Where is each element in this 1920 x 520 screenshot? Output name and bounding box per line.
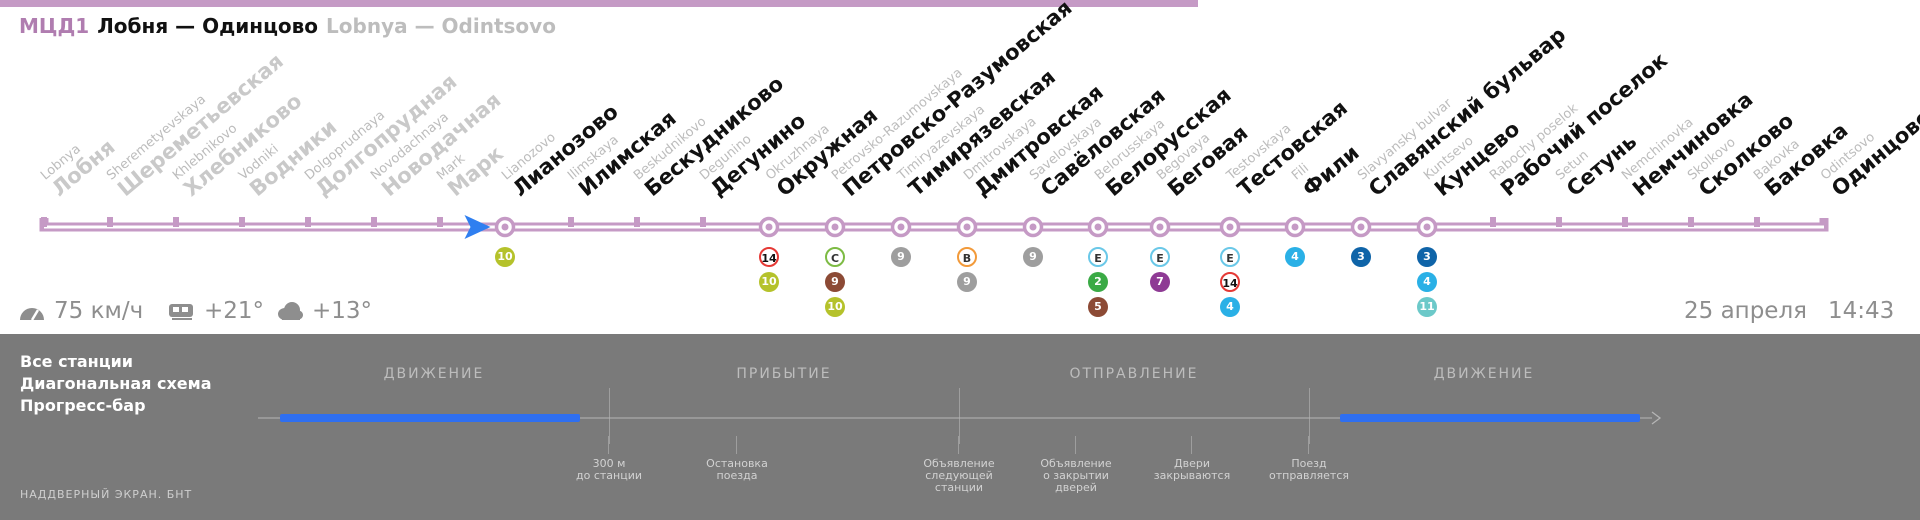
screen-caption: НАДДВЕРНЫЙ ЭКРАН. БНТ bbox=[20, 488, 193, 501]
phase-departure: ОТПРАВЛЕНИЕ bbox=[1069, 366, 1199, 382]
transfer-badge: 4 bbox=[1220, 297, 1240, 317]
event-label-line: до станции bbox=[575, 469, 642, 482]
outside-temperature-value: +13° bbox=[312, 298, 373, 324]
speed-value: 75 км/ч bbox=[54, 298, 144, 324]
inside-temperature-value: +21° bbox=[204, 298, 265, 324]
transfer-badge: 14 bbox=[759, 247, 779, 267]
station-marker-dot bbox=[1291, 223, 1299, 231]
event-label-line: дверей bbox=[1055, 481, 1097, 494]
train-position-icon bbox=[464, 215, 491, 239]
phase-divider bbox=[959, 388, 960, 444]
event-tick bbox=[1308, 436, 1309, 454]
date-display: 25 апреля bbox=[1684, 298, 1807, 324]
menu-progress-bar[interactable]: Прогресс-бар bbox=[20, 396, 146, 415]
transfer-badge: 9 bbox=[825, 272, 845, 292]
event-tick bbox=[1191, 436, 1192, 454]
phase-divider bbox=[609, 388, 610, 444]
menu-all-stations[interactable]: Все станции bbox=[20, 352, 133, 371]
train-car-icon bbox=[169, 304, 193, 320]
transfer-badge: 9 bbox=[1023, 247, 1043, 267]
timeline-segment-moving-start bbox=[280, 414, 580, 422]
transfer-badge: 5 bbox=[1088, 297, 1108, 317]
transfer-badge: C bbox=[825, 247, 845, 267]
transfer-badge: 4 bbox=[1417, 272, 1437, 292]
phase-moving-end: ДВИЖЕНИЕ bbox=[1433, 366, 1535, 382]
speed-indicator: 75 км/ч bbox=[18, 298, 143, 324]
menu-diagonal-scheme[interactable]: Диагональная схема bbox=[20, 374, 212, 393]
event-label-line: станции bbox=[934, 481, 984, 494]
route-progress-bar bbox=[0, 0, 1198, 7]
station-marker-dot bbox=[501, 223, 509, 231]
transfer-badge: E bbox=[1150, 247, 1170, 267]
phase-arrival: ПРИБЫТИЕ bbox=[736, 366, 832, 382]
event-label-line: 300 м bbox=[592, 457, 626, 470]
phase-divider bbox=[1309, 388, 1310, 444]
station-marker-dot bbox=[897, 223, 905, 231]
event-label-line: поезда bbox=[716, 469, 758, 482]
event-tick bbox=[608, 436, 609, 454]
transfer-badge: 4 bbox=[1285, 247, 1305, 267]
transfer-badge: E bbox=[1220, 247, 1240, 267]
transfer-badge: 2 bbox=[1088, 272, 1108, 292]
route-title-ru: Лобня — Одинцово bbox=[97, 14, 319, 38]
event-label-line: Двери bbox=[1174, 457, 1210, 470]
event-label-line: следующей bbox=[925, 469, 993, 482]
cloud-icon bbox=[278, 302, 303, 320]
station-marker-dot bbox=[765, 223, 773, 231]
station-marker-dot bbox=[1357, 223, 1365, 231]
event-label-line: Объявление bbox=[923, 457, 995, 470]
transfer-badge: 9 bbox=[891, 247, 911, 267]
line-diagram bbox=[39, 215, 1829, 239]
event-tick bbox=[958, 436, 959, 454]
transfer-badge: 10 bbox=[495, 247, 515, 267]
transfer-badge: 9 bbox=[957, 272, 977, 292]
timeline bbox=[258, 411, 1662, 425]
station-marker-dot bbox=[1226, 223, 1234, 231]
transfer-badge: 7 bbox=[1150, 272, 1170, 292]
event-label-line: Остановка bbox=[706, 457, 768, 470]
event-label-line: о закрытии bbox=[1043, 469, 1109, 482]
transfer-badge: E bbox=[1088, 247, 1108, 267]
station-marker-dot bbox=[1156, 223, 1164, 231]
outside-temperature: +13° bbox=[276, 298, 372, 324]
transfer-badge: 3 bbox=[1351, 247, 1371, 267]
station-marker-dot bbox=[1029, 223, 1037, 231]
event-label-line: Поезд bbox=[1291, 457, 1327, 470]
speedometer-icon bbox=[20, 308, 44, 321]
transfer-badge: 14 bbox=[1220, 272, 1240, 292]
event-tick bbox=[1075, 436, 1076, 454]
route-title-en: Lobnya — Odintsovo bbox=[326, 14, 556, 38]
transfer-badge: B bbox=[957, 247, 977, 267]
transfer-badge: 10 bbox=[825, 297, 845, 317]
event-label-line: Объявление bbox=[1040, 457, 1112, 470]
station-marker-dot bbox=[1423, 223, 1431, 231]
inside-temperature: +21° bbox=[168, 298, 264, 324]
control-panel: Все станции Диагональная схема Прогресс-… bbox=[0, 334, 1920, 520]
event-label-line: закрываются bbox=[1153, 469, 1231, 482]
station-marker-dot bbox=[1094, 223, 1102, 231]
line-code: МЦД1 bbox=[19, 14, 90, 38]
route-header: МЦД1 Лобня — Одинцово Lobnya — Odintsovo bbox=[19, 14, 556, 38]
phase-moving-start: ДВИЖЕНИЕ bbox=[383, 366, 485, 382]
timeline-arrow-icon bbox=[1651, 411, 1662, 425]
timeline-segment-moving-end bbox=[1340, 414, 1640, 422]
clock-display: 14:43 bbox=[1828, 298, 1895, 324]
station-marker-dot bbox=[963, 223, 971, 231]
event-label-line: отправляется bbox=[1268, 469, 1350, 482]
transfer-badge: 11 bbox=[1417, 297, 1437, 317]
transfer-badge: 3 bbox=[1417, 247, 1437, 267]
station-marker-dot bbox=[831, 223, 839, 231]
event-tick bbox=[736, 436, 737, 454]
transfer-badge: 10 bbox=[759, 272, 779, 292]
